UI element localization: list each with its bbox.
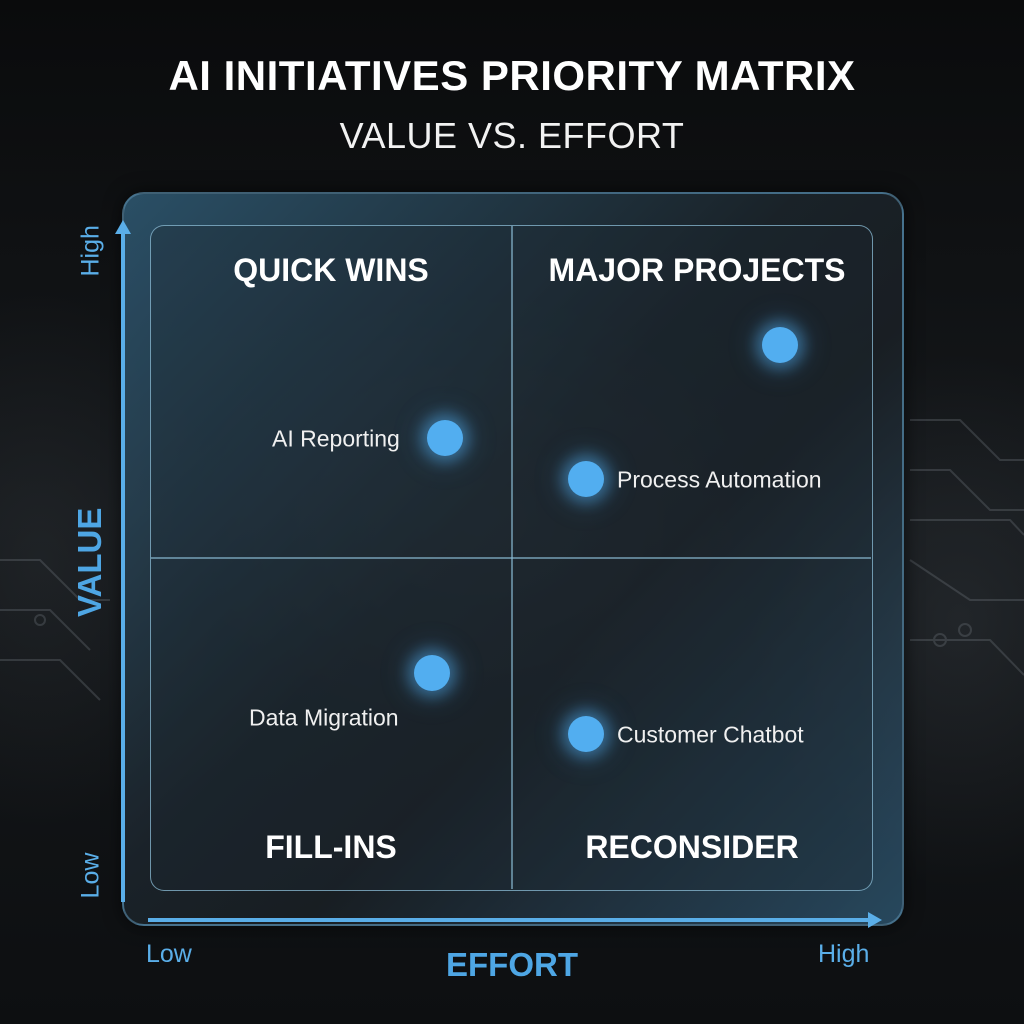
y-axis-low-label: Low [76, 852, 105, 899]
quadrant-fill-ins: FILL-INS [265, 829, 397, 865]
point-ai-reporting[interactable] [427, 420, 463, 456]
chart-title: AI INITIATIVES PRIORITY MATRIX [168, 52, 856, 99]
y-axis-arrow-icon [115, 220, 131, 234]
point-unlabeled[interactable] [762, 327, 798, 363]
point-label-data-migration: Data Migration [249, 704, 399, 731]
point-label-ai-reporting: AI Reporting [272, 425, 400, 452]
point-label-process-automation: Process Automation [617, 466, 822, 493]
quadrant-major-projects: MAJOR PROJECTS [548, 252, 846, 288]
x-axis-line [148, 918, 873, 922]
point-process-automation[interactable] [568, 461, 604, 497]
matrix-frame [122, 192, 904, 926]
y-axis-line [121, 232, 125, 902]
x-axis-high-label: High [818, 940, 870, 968]
point-data-migration[interactable] [414, 655, 450, 691]
quadrant-reconsider: RECONSIDER [585, 829, 799, 865]
y-axis-high-label: High [76, 225, 105, 277]
x-axis-low-label: Low [146, 940, 192, 968]
x-axis-title: EFFORT [446, 946, 578, 983]
point-label-customer-chatbot: Customer Chatbot [617, 721, 804, 748]
y-axis-title: VALUE [71, 507, 108, 617]
point-customer-chatbot[interactable] [568, 716, 604, 752]
horizontal-divider [151, 557, 871, 559]
x-axis-arrow-icon [868, 912, 882, 928]
chart-subtitle: VALUE VS. EFFORT [339, 115, 685, 156]
quadrant-quick-wins: QUICK WINS [233, 252, 429, 288]
